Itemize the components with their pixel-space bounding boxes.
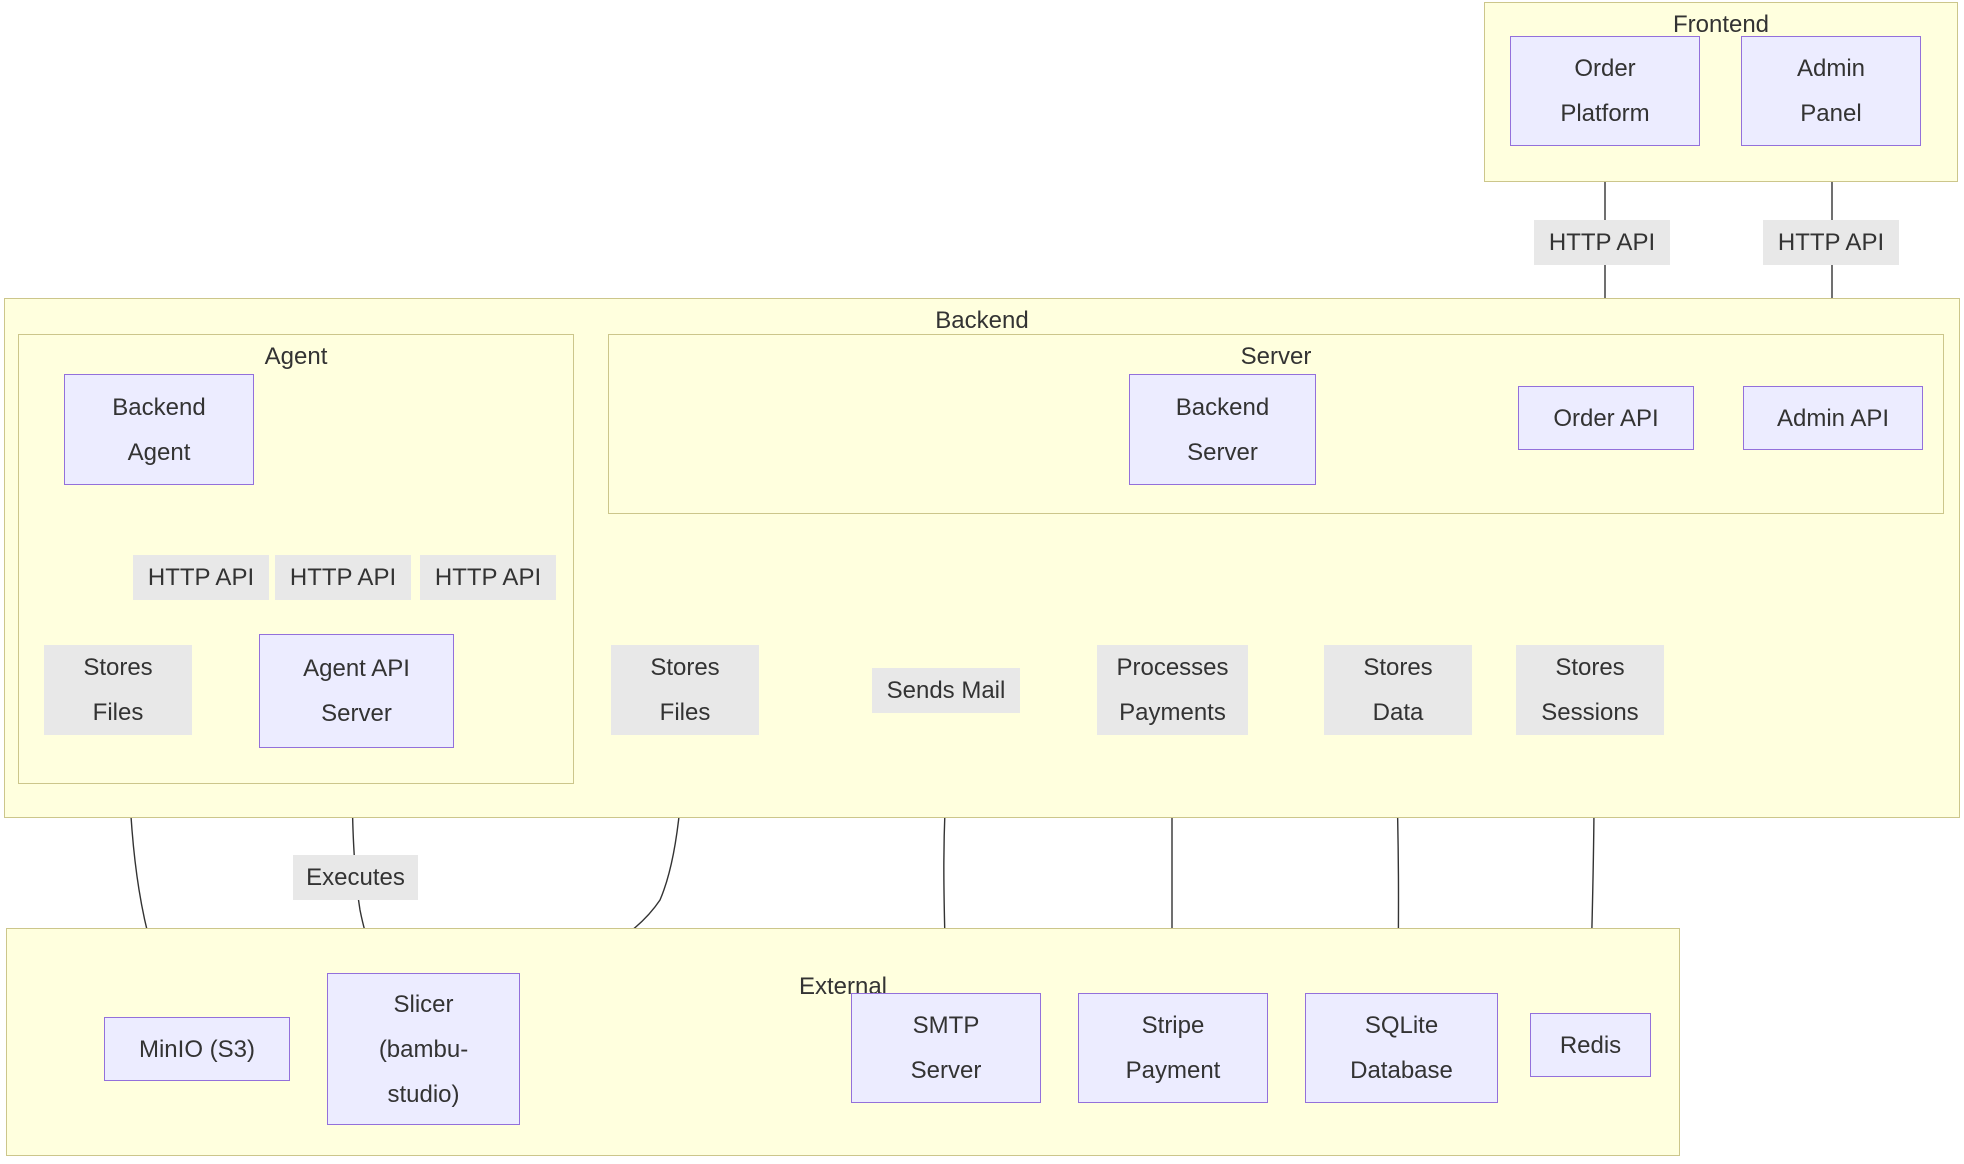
node-slicer-line-3: studio): [387, 1080, 460, 1108]
edge-label-http-api-agent-3: HTTP API: [420, 555, 556, 600]
node-agent-api-server-line-2: Server: [321, 700, 392, 727]
node-agent-api-server[interactable]: Agent API Server: [259, 634, 454, 748]
node-order-platform[interactable]: Order Platform: [1510, 36, 1700, 146]
cluster-frontend-title: Frontend: [1672, 11, 1770, 38]
node-backend-server[interactable]: Backend Server: [1129, 374, 1316, 485]
node-minio[interactable]: MinIO (S3): [104, 1017, 290, 1081]
edge-label-http-api-agent-2-line-1: HTTP API: [289, 564, 397, 591]
cluster-agent-title: Agent: [264, 343, 328, 370]
edge-label-stores-data-line-2: Data: [1372, 699, 1424, 726]
node-admin-panel[interactable]: Admin Panel: [1741, 36, 1921, 146]
edge-label-stores-data: Stores Data: [1324, 645, 1472, 735]
node-backend-server-line-1: Backend: [1175, 393, 1270, 421]
edge-label-processes-payments-line-2: Payments: [1119, 699, 1226, 726]
edge-label-http-api-agent-2: HTTP API: [275, 555, 411, 600]
node-smtp-server[interactable]: SMTP Server: [851, 993, 1041, 1103]
edge-label-stores-files-server-line-1: Stores: [650, 654, 720, 681]
edge-label-stores-files-agent-line-2: Files: [92, 699, 144, 726]
edge-label-stores-files-agent-line-1: Stores: [83, 654, 153, 681]
node-backend-agent-line-2: Agent: [127, 438, 191, 466]
edge-label-http-api-frontend-admin-line-1: HTTP API: [1777, 229, 1885, 256]
edge-label-stores-data-line-1: Stores: [1363, 654, 1433, 681]
node-slicer-line-1: Slicer: [393, 990, 454, 1018]
node-stripe-payment-line-1: Stripe: [1141, 1012, 1205, 1039]
edge-label-http-api-agent-1-line-1: HTTP API: [147, 564, 255, 591]
edge-label-sends-mail-line-1: Sends Mail: [886, 677, 1006, 704]
node-slicer[interactable]: Slicer (bambu- studio): [327, 973, 520, 1125]
node-backend-agent-line-1: Backend: [112, 393, 206, 421]
node-sqlite-database[interactable]: SQLite Database: [1305, 993, 1498, 1103]
node-redis[interactable]: Redis: [1530, 1013, 1651, 1077]
node-order-api-line-1: Order API: [1553, 404, 1659, 432]
node-redis-line-1: Redis: [1559, 1031, 1622, 1059]
node-order-platform-line-2: Platform: [1560, 100, 1650, 127]
node-admin-panel-line-1: Admin: [1796, 55, 1866, 82]
edge-label-http-api-frontend-admin: HTTP API: [1763, 220, 1899, 265]
edge-label-stores-files-server-line-2: Files: [659, 699, 711, 726]
node-sqlite-database-line-2: Database: [1350, 1057, 1453, 1084]
edge-label-stores-sessions-line-2: Sessions: [1541, 699, 1639, 726]
node-admin-api[interactable]: Admin API: [1743, 386, 1923, 450]
edge-label-http-api-frontend-order-line-1: HTTP API: [1548, 229, 1656, 256]
edge-label-processes-payments: Processes Payments: [1097, 645, 1248, 735]
node-slicer-line-2: (bambu-: [378, 1035, 469, 1063]
edge-label-executes: Executes: [293, 855, 418, 900]
node-sqlite-database-line-1: SQLite: [1364, 1012, 1439, 1039]
edge-label-stores-files-server: Stores Files: [611, 645, 759, 735]
node-smtp-server-line-1: SMTP: [912, 1012, 980, 1039]
node-order-platform-line-1: Order: [1574, 55, 1636, 82]
node-order-api[interactable]: Order API: [1518, 386, 1694, 450]
node-smtp-server-line-2: Server: [910, 1057, 982, 1084]
edge-label-http-api-frontend-order: HTTP API: [1534, 220, 1670, 265]
cluster-server-title: Server: [1240, 343, 1312, 370]
node-stripe-payment[interactable]: Stripe Payment: [1078, 993, 1268, 1103]
node-admin-panel-line-2: Panel: [1800, 100, 1862, 127]
edge-label-stores-sessions: Stores Sessions: [1516, 645, 1664, 735]
node-backend-agent[interactable]: Backend Agent: [64, 374, 254, 485]
edge-label-http-api-agent-1: HTTP API: [133, 555, 269, 600]
edge-label-stores-sessions-line-1: Stores: [1555, 654, 1625, 681]
node-minio-line-1: MinIO (S3): [138, 1035, 255, 1063]
node-backend-server-line-2: Server: [1187, 438, 1258, 466]
node-stripe-payment-line-2: Payment: [1125, 1057, 1221, 1084]
edge-label-executes-line-1: Executes: [306, 864, 405, 891]
edge-label-stores-files-agent: Stores Files: [44, 645, 192, 735]
node-admin-api-line-1: Admin API: [1776, 404, 1890, 432]
edge-label-http-api-agent-3-line-1: HTTP API: [434, 564, 542, 591]
node-agent-api-server-line-1: Agent API: [303, 655, 410, 682]
edge-label-processes-payments-line-1: Processes: [1116, 654, 1229, 681]
edge-label-sends-mail: Sends Mail: [872, 668, 1020, 713]
cluster-backend-title: Backend: [935, 307, 1029, 334]
